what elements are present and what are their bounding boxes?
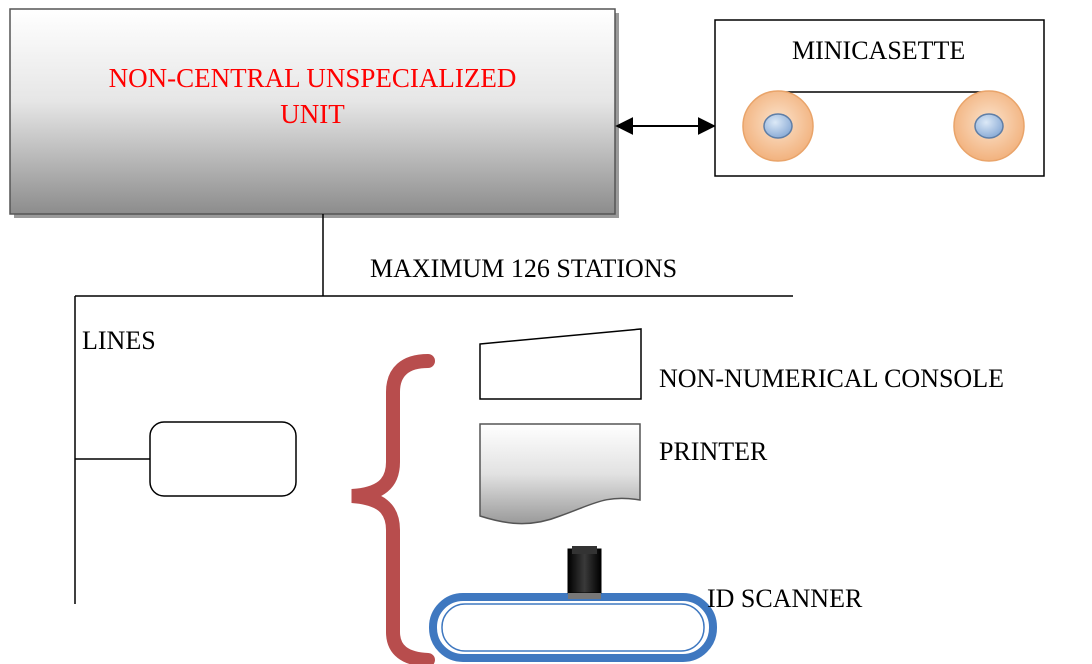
lines-label: LINES	[82, 326, 156, 355]
id-scanner-icon	[429, 546, 717, 662]
central-unit-line1: NON-CENTRAL UNSPECIALIZED	[108, 63, 517, 93]
central-unit-box	[9, 8, 619, 218]
scanner-ring	[429, 593, 717, 662]
id-scanner-label: ID SCANNER	[707, 584, 863, 613]
minicasette-box	[714, 19, 1045, 177]
scanner-knob-base	[568, 593, 601, 599]
scanner-knob	[567, 548, 602, 594]
central-unit-line2: UNIT	[280, 99, 345, 129]
device-group-brace	[351, 354, 435, 664]
station-box	[149, 421, 297, 497]
printer-label: PRINTER	[659, 437, 768, 466]
printer-icon	[479, 423, 641, 525]
bus-label: MAXIMUM 126 STATIONS	[370, 254, 678, 283]
left-reel-icon	[742, 90, 814, 162]
scanner-ring-inner	[441, 603, 705, 652]
scanner-knob-cap	[572, 546, 597, 554]
central-unit-label: NON-CENTRAL UNSPECIALIZED UNIT	[10, 60, 615, 132]
console-label: NON-NUMERICAL CONSOLE	[659, 364, 1004, 393]
right-reel-icon	[953, 90, 1025, 162]
central-unit-rect	[9, 8, 616, 215]
minicasette-label: MINICASETTE	[792, 36, 966, 65]
console-icon	[479, 328, 642, 400]
